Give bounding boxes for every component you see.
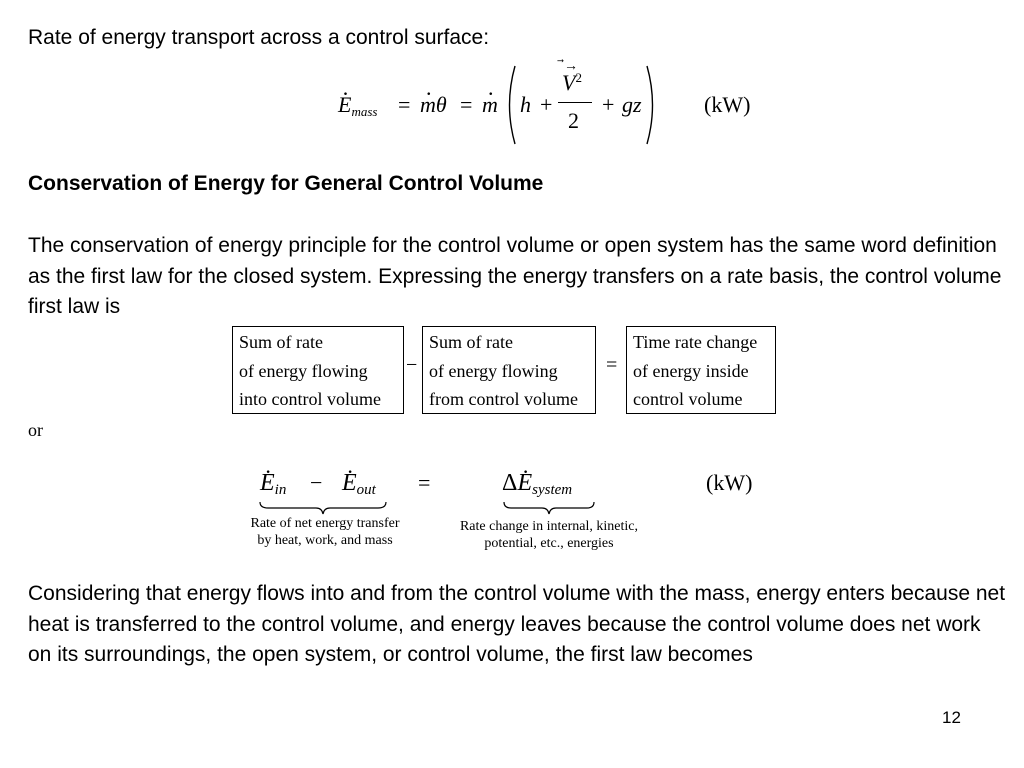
paragraph-1: The conservation of energy principle for… bbox=[28, 234, 1002, 318]
word-eq-equals: = bbox=[606, 354, 618, 376]
energy-balance-equation: Ein − Eout = ΔEsystem (kW) Rate of net e… bbox=[230, 462, 790, 557]
eq1-equals-2: = bbox=[460, 92, 473, 117]
eq1-m-theta: mθ bbox=[420, 92, 447, 118]
eq2-minus: − bbox=[310, 470, 323, 495]
eq1-h: h bbox=[520, 92, 531, 117]
underbrace-left bbox=[259, 501, 387, 515]
eq1-two: 2 bbox=[568, 108, 579, 133]
word-eq-minus: − bbox=[406, 354, 418, 376]
eq1-V: ⃗→V2 bbox=[562, 59, 582, 95]
mass-energy-equation: Emass = mθ = m h + ⃗→V2 2 + gz (kW) bbox=[330, 59, 780, 148]
paragraph-2: Considering that energy flows into and f… bbox=[28, 582, 1006, 666]
right-paren bbox=[646, 65, 654, 145]
eq2-E-out: Eout bbox=[342, 470, 376, 499]
bracket-inflow: Sum of rate of energy flowing into contr… bbox=[232, 326, 404, 414]
or-text: or bbox=[28, 420, 43, 440]
eq2-E-in: Ein bbox=[260, 470, 286, 499]
bracket-change: Time rate change of energy inside contro… bbox=[626, 326, 776, 414]
eq1-m: m bbox=[482, 92, 498, 118]
note-rate-change: Rate change in internal, kinetic, potent… bbox=[459, 519, 639, 551]
note-net-transfer: Rate of net energy transfer by heat, wor… bbox=[250, 516, 400, 548]
fraction-bar bbox=[558, 102, 592, 103]
left-paren bbox=[508, 65, 516, 145]
intro-line: Rate of energy transport across a contro… bbox=[28, 26, 490, 49]
eq2-equals: = bbox=[418, 470, 431, 495]
eq2-delta-E-system: ΔEsystem bbox=[502, 470, 572, 499]
eq1-plus-2: + bbox=[602, 92, 615, 117]
section-heading: Conservation of Energy for General Contr… bbox=[28, 172, 544, 195]
eq1-equals-1: = bbox=[398, 92, 411, 117]
page-number: 12 bbox=[942, 708, 961, 727]
bracket-outflow: Sum of rate of energy flowing from contr… bbox=[422, 326, 596, 414]
eq2-unit: (kW) bbox=[706, 470, 753, 495]
eq1-unit: (kW) bbox=[704, 92, 751, 117]
underbrace-right bbox=[503, 501, 595, 515]
eq1-E: Emass bbox=[338, 92, 377, 120]
eq1-plus-1: + bbox=[540, 92, 553, 117]
eq1-gz: gz bbox=[622, 92, 642, 117]
